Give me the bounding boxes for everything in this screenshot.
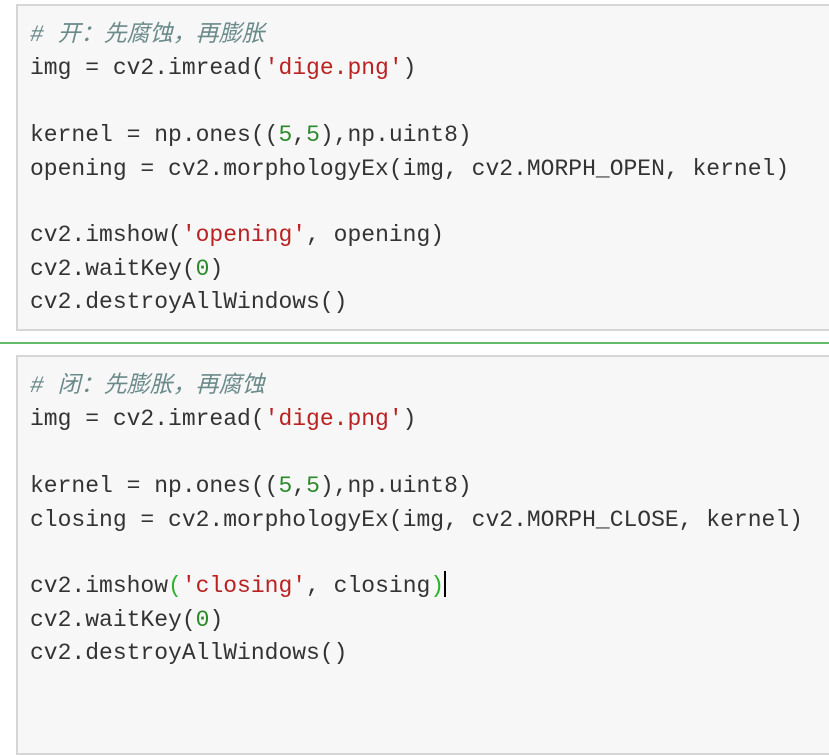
code-token-string: 'opening' [181, 222, 307, 249]
code-token-bracket: ) [430, 573, 445, 600]
code-line: # 开：先腐蚀，再膨胀 [30, 19, 789, 52]
code-token-comment: # 闭：先膨胀，再腐蚀 [30, 373, 265, 399]
code-token-text: , closing [306, 573, 431, 600]
code-token-text: ) [402, 406, 417, 433]
code-token-string: 'dige.png' [264, 55, 403, 82]
active-cell-separator [0, 342, 829, 344]
code-line: kernel = np.ones((5,5),np.uint8) [30, 119, 789, 152]
code-token-text: cv2.destroyAllWindows() [30, 640, 348, 667]
code-line: cv2.imshow('closing', closing) [30, 570, 803, 603]
code-line: img = cv2.imread('dige.png') [30, 403, 803, 436]
code-token-number: 5 [278, 473, 293, 500]
code-token-number: 5 [306, 122, 320, 149]
code-token-text: closing = cv2.morphologyEx(img, cv2.MORP… [30, 506, 803, 533]
code-token-text: , [292, 473, 307, 500]
code-line: kernel = np.ones((5,5),np.uint8) [30, 470, 803, 503]
code-line: cv2.waitKey(0) [30, 253, 789, 286]
code-token-text: img = cv2.imread( [30, 406, 265, 433]
code-line: # 闭：先膨胀，再腐蚀 [30, 370, 803, 403]
code-editor[interactable]: # 开：先腐蚀，再膨胀 img = cv2.imread('dige.png') k… [30, 19, 789, 320]
code-line [30, 186, 789, 219]
code-line: opening = cv2.morphologyEx(img, cv2.MORP… [30, 153, 789, 186]
code-line [30, 437, 803, 470]
code-editor[interactable]: # 闭：先膨胀，再腐蚀 img = cv2.imread('dige.png') k… [30, 370, 803, 671]
code-token-string: 'dige.png' [264, 406, 403, 433]
code-line: img = cv2.imread('dige.png') [30, 52, 789, 85]
code-line: cv2.imshow('opening', opening) [30, 219, 789, 252]
code-line: closing = cv2.morphologyEx(img, cv2.MORP… [30, 504, 803, 537]
code-cell-closing[interactable]: # 闭：先膨胀，再腐蚀 img = cv2.imread('dige.png') k… [16, 355, 829, 755]
code-line [30, 537, 803, 570]
code-token-text: cv2.imshow( [30, 222, 182, 249]
code-token-number: 5 [278, 122, 293, 149]
code-cell-opening[interactable]: # 开：先腐蚀，再膨胀 img = cv2.imread('dige.png') k… [16, 4, 829, 331]
code-line [30, 86, 789, 119]
code-token-comment: # 开：先腐蚀，再膨胀 [30, 22, 265, 48]
code-token-number: 0 [195, 255, 210, 282]
code-token-number: 5 [306, 473, 320, 500]
code-token-text: opening = cv2.morphologyEx(img, cv2.MORP… [30, 155, 790, 182]
code-token-number: 0 [195, 606, 210, 633]
code-token-text: , opening) [306, 222, 445, 249]
text-cursor [444, 571, 447, 598]
code-token-text: kernel = np.ones(( [30, 473, 279, 500]
code-token-text: cv2.waitKey( [30, 606, 196, 633]
code-token-text: , [292, 122, 307, 149]
code-line: cv2.waitKey(0) [30, 604, 803, 637]
code-line: cv2.destroyAllWindows() [30, 637, 803, 670]
code-token-text: ),np.uint8) [319, 473, 472, 500]
code-token-text: cv2.imshow [30, 573, 169, 600]
code-token-string: 'closing' [181, 573, 307, 600]
code-token-text: cv2.destroyAllWindows() [30, 289, 348, 316]
code-line: cv2.destroyAllWindows() [30, 286, 789, 319]
code-token-text: cv2.waitKey( [30, 255, 196, 282]
code-token-text: ) [209, 255, 224, 282]
code-token-text: img = cv2.imread( [30, 55, 265, 82]
code-token-text: kernel = np.ones(( [30, 122, 279, 149]
code-token-text: ) [209, 606, 224, 633]
code-token-text: ),np.uint8) [319, 122, 472, 149]
code-token-bracket: ( [168, 573, 182, 600]
code-token-text: ) [402, 55, 417, 82]
